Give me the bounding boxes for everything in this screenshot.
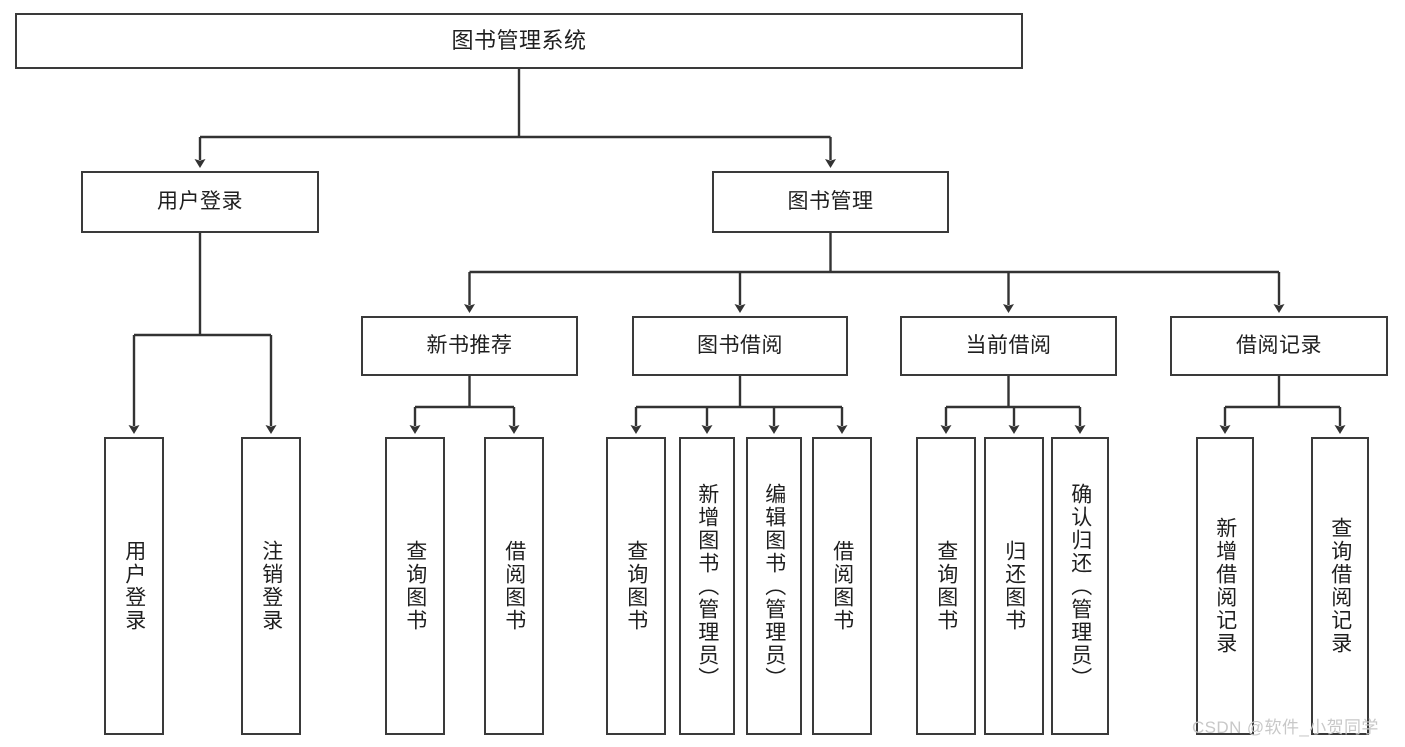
leaf-current-confirm-return[interactable]: 确认归还（管理员） xyxy=(1051,437,1109,735)
node-label: 用户登录 xyxy=(122,540,146,632)
node-label: 借阅图书 xyxy=(502,540,526,632)
node-label: 查询图书 xyxy=(624,540,648,632)
node-label: 新书推荐 xyxy=(426,333,513,357)
leaf-borrow-borrow-book[interactable]: 借阅图书 xyxy=(812,437,872,735)
node-book-borrowing[interactable]: 图书借阅 xyxy=(632,316,848,376)
node-user-login-module[interactable]: 用户登录 xyxy=(81,171,319,233)
leaf-user-logout[interactable]: 注销登录 xyxy=(241,437,301,735)
node-label: 归还图书 xyxy=(1002,540,1026,632)
node-label: 注销登录 xyxy=(259,540,283,632)
node-label: 图书管理系统 xyxy=(451,28,587,54)
node-label: 编辑图书（管理员） xyxy=(762,482,786,690)
node-new-book-recommendation[interactable]: 新书推荐 xyxy=(361,316,578,376)
node-label: 查询图书 xyxy=(934,540,958,632)
leaf-borrow-edit-book[interactable]: 编辑图书（管理员） xyxy=(746,437,802,735)
node-label: 当前借阅 xyxy=(965,333,1052,357)
leaf-current-return-book[interactable]: 归还图书 xyxy=(984,437,1044,735)
node-label: 新增图书（管理员） xyxy=(695,482,719,690)
node-label: 图书管理 xyxy=(787,189,874,213)
node-borrow-records[interactable]: 借阅记录 xyxy=(1170,316,1388,376)
node-label: 用户登录 xyxy=(157,189,243,213)
node-label: 确认归还（管理员） xyxy=(1068,482,1092,690)
leaf-new-borrow-book[interactable]: 借阅图书 xyxy=(484,437,544,735)
node-root[interactable]: 图书管理系统 xyxy=(15,13,1023,69)
leaf-record-add[interactable]: 新增借阅记录 xyxy=(1196,437,1254,735)
leaf-user-login[interactable]: 用户登录 xyxy=(104,437,164,735)
leaf-borrow-add-book[interactable]: 新增图书（管理员） xyxy=(679,437,735,735)
leaf-borrow-query-book[interactable]: 查询图书 xyxy=(606,437,666,735)
leaf-current-query-book[interactable]: 查询图书 xyxy=(916,437,976,735)
node-label: 图书借阅 xyxy=(697,333,783,357)
leaf-new-query-book[interactable]: 查询图书 xyxy=(385,437,445,735)
node-label: 查询图书 xyxy=(403,540,427,632)
node-current-borrowing[interactable]: 当前借阅 xyxy=(900,316,1117,376)
node-label: 借阅记录 xyxy=(1236,333,1322,357)
node-label: 借阅图书 xyxy=(830,540,854,632)
node-label: 新增借阅记录 xyxy=(1213,517,1237,655)
node-book-management-module[interactable]: 图书管理 xyxy=(712,171,949,233)
node-label: 查询借阅记录 xyxy=(1328,517,1352,655)
leaf-record-query[interactable]: 查询借阅记录 xyxy=(1311,437,1369,735)
